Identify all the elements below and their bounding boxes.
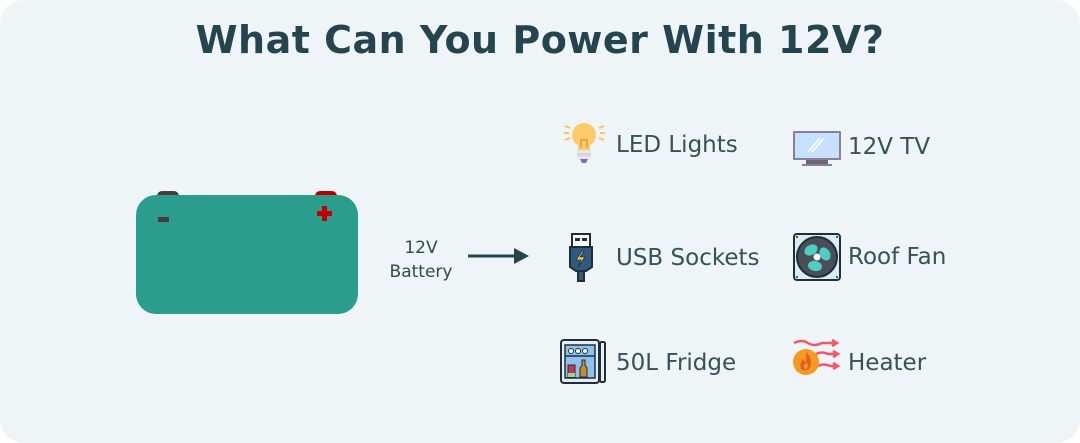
battery-voltage: 12V — [404, 238, 438, 258]
minus-icon — [158, 217, 169, 222]
device-roof-fan: Roof Fan — [792, 232, 946, 282]
lightbulb-icon — [564, 123, 605, 163]
heater-icon — [793, 338, 841, 375]
fridge-icon — [560, 339, 606, 384]
battery-text: Battery — [389, 262, 453, 282]
device-usb-sockets: USB Sockets — [560, 233, 760, 283]
page-title: What Can You Power With 12V? — [195, 18, 885, 62]
device-label: USB Sockets — [616, 245, 760, 271]
device-heater: Heater — [792, 338, 926, 388]
device-label: LED Lights — [616, 132, 738, 158]
usb-icon — [569, 233, 593, 282]
tv-icon — [793, 131, 841, 166]
device-50l-fridge: 50L Fridge — [560, 338, 736, 388]
device-12v-tv: 12V TV — [792, 122, 930, 172]
device-label: Heater — [848, 350, 927, 376]
device-label: Roof Fan — [848, 244, 947, 270]
device-led-lights: LED Lights — [560, 120, 738, 170]
battery-label: 12V Battery — [376, 236, 466, 284]
arrow-right-icon — [468, 248, 529, 264]
plus-icon-vertical — [322, 206, 327, 221]
device-label: 50L Fridge — [616, 350, 737, 376]
fan-icon — [793, 233, 841, 281]
device-label: 12V TV — [848, 134, 931, 160]
